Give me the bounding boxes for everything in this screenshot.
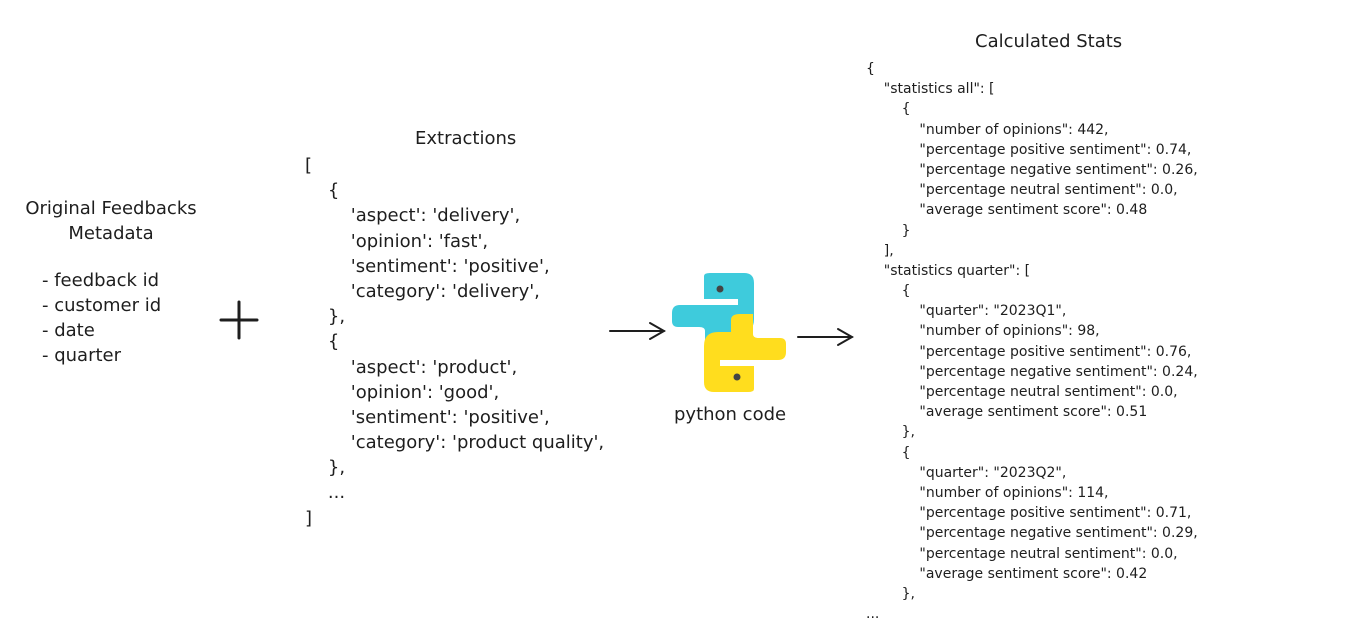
extraction-code-line: ]	[305, 507, 313, 529]
arrow-right-icon	[609, 322, 667, 340]
extraction-code-line: },	[305, 457, 346, 479]
stats-code-line: ...	[866, 606, 880, 623]
stats-code-line: "percentage neutral sentiment": 0.0,	[866, 545, 1178, 562]
metadata-item-date: - date	[42, 320, 95, 341]
stats-code-line: {	[866, 61, 875, 77]
metadata-list: - feedback id - customer id - date - qua…	[42, 268, 161, 368]
stats-code-line: "percentage negative sentiment": 0.24,	[866, 363, 1198, 380]
extraction-code-line: 'aspect': 'delivery',	[305, 205, 521, 227]
stats-code-line: "average sentiment score": 0.48	[866, 202, 1148, 219]
plus-icon	[219, 300, 259, 340]
stats-code-line: "number of opinions": 442,	[866, 121, 1109, 138]
stats-code-line: "percentage neutral sentiment": 0.0,	[866, 182, 1178, 199]
extraction-code-line: 'aspect': 'product',	[305, 356, 518, 378]
stats-title: Calculated Stats	[975, 31, 1123, 52]
metadata-item-customer-id: - customer id	[42, 295, 162, 316]
extraction-code-line: 'sentiment': 'positive',	[305, 406, 550, 428]
stats-code-line: "average sentiment score": 0.51	[866, 404, 1148, 421]
stats-code-line: },	[866, 424, 915, 441]
extraction-code-line: 'category': 'delivery',	[305, 280, 540, 302]
extraction-code-line: 'sentiment': 'positive',	[305, 255, 550, 277]
extractions-title: Extractions	[415, 128, 517, 149]
stats-code-line: "percentage negative sentiment": 0.29,	[866, 525, 1198, 542]
metadata-item-feedback-id: - feedback id	[42, 270, 160, 291]
extraction-code-line: ...	[305, 482, 346, 504]
stats-code-line: "average sentiment score": 0.42	[866, 565, 1148, 582]
stats-code-line: "percentage neutral sentiment": 0.0,	[866, 384, 1178, 400]
stats-code-line: ],	[866, 242, 894, 259]
stats-code-line: "statistics quarter": [	[866, 262, 1031, 279]
stats-code-line: "quarter": "2023Q2",	[866, 464, 1067, 481]
stats-code-line: "number of opinions": 98,	[866, 323, 1100, 340]
stats-code-line: "number of opinions": 114,	[866, 484, 1109, 501]
extractions-code: [ { 'aspect': 'delivery', 'opinion': 'fa…	[305, 153, 604, 531]
metadata-title: Original Feedbacks Metadata	[25, 198, 197, 244]
stats-code-line: "percentage positive sentiment": 0.74,	[866, 141, 1192, 158]
python-logo-icon	[672, 273, 786, 392]
python-code-label: python code	[674, 404, 787, 425]
extraction-code-line: },	[305, 306, 346, 328]
extraction-code-line: {	[305, 180, 340, 202]
extraction-code-line: {	[305, 331, 340, 353]
extraction-code-line: 'opinion': 'good',	[305, 381, 500, 403]
stats-code-line: "percentage positive sentiment": 0.71,	[866, 505, 1192, 522]
metadata-item-quarter: - quarter	[42, 345, 122, 366]
stats-code-line: "percentage positive sentiment": 0.76,	[866, 343, 1192, 360]
extraction-code-line: 'opinion': 'fast',	[305, 230, 489, 252]
arrow-right-icon	[797, 328, 855, 346]
extraction-code-line: 'category': 'product quality',	[305, 432, 605, 454]
stats-code-line: "statistics all": [	[866, 81, 995, 98]
stats-code: { "statistics all": [ { "number of opini…	[866, 59, 1198, 624]
stats-code-line: "percentage negative sentiment": 0.26,	[866, 161, 1198, 178]
stats-code-line: {	[866, 283, 911, 300]
extraction-code-line: [	[305, 155, 313, 176]
stats-code-line: {	[866, 444, 911, 461]
stats-code-line: {	[866, 101, 911, 118]
stats-code-line: },	[866, 585, 915, 602]
stats-code-line: "quarter": "2023Q1",	[866, 303, 1067, 320]
stats-code-line: }	[866, 222, 911, 239]
